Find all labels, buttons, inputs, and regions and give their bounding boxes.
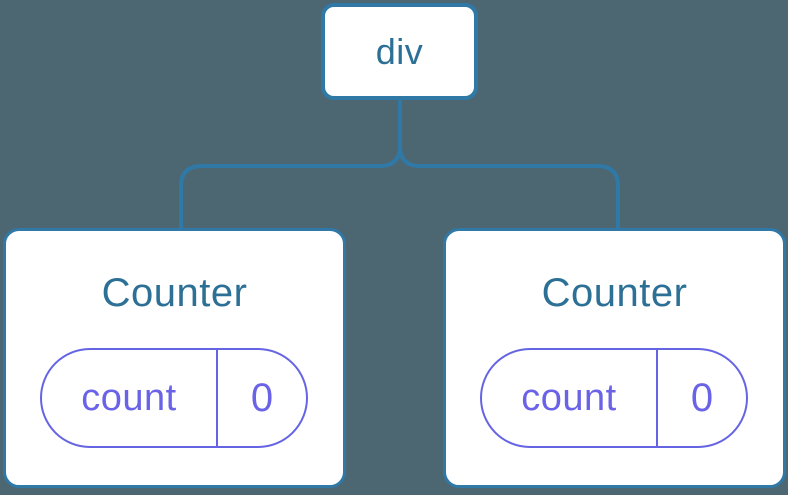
counter-title: Counter [101,271,248,315]
root-node: div [321,3,478,100]
counter-node-right: Counter count 0 [443,228,786,488]
state-value: 0 [690,375,714,420]
state-key: count [482,350,658,446]
root-node-label: div [375,30,424,72]
state-value: 0 [250,375,274,420]
state-pill: count 0 [480,348,748,448]
state-pill: count 0 [40,348,308,448]
counter-node-left: Counter count 0 [3,228,346,488]
connector-right-branch [398,98,620,230]
state-key: count [42,350,218,446]
counter-title: Counter [541,271,688,315]
connector-left-branch [179,98,402,230]
